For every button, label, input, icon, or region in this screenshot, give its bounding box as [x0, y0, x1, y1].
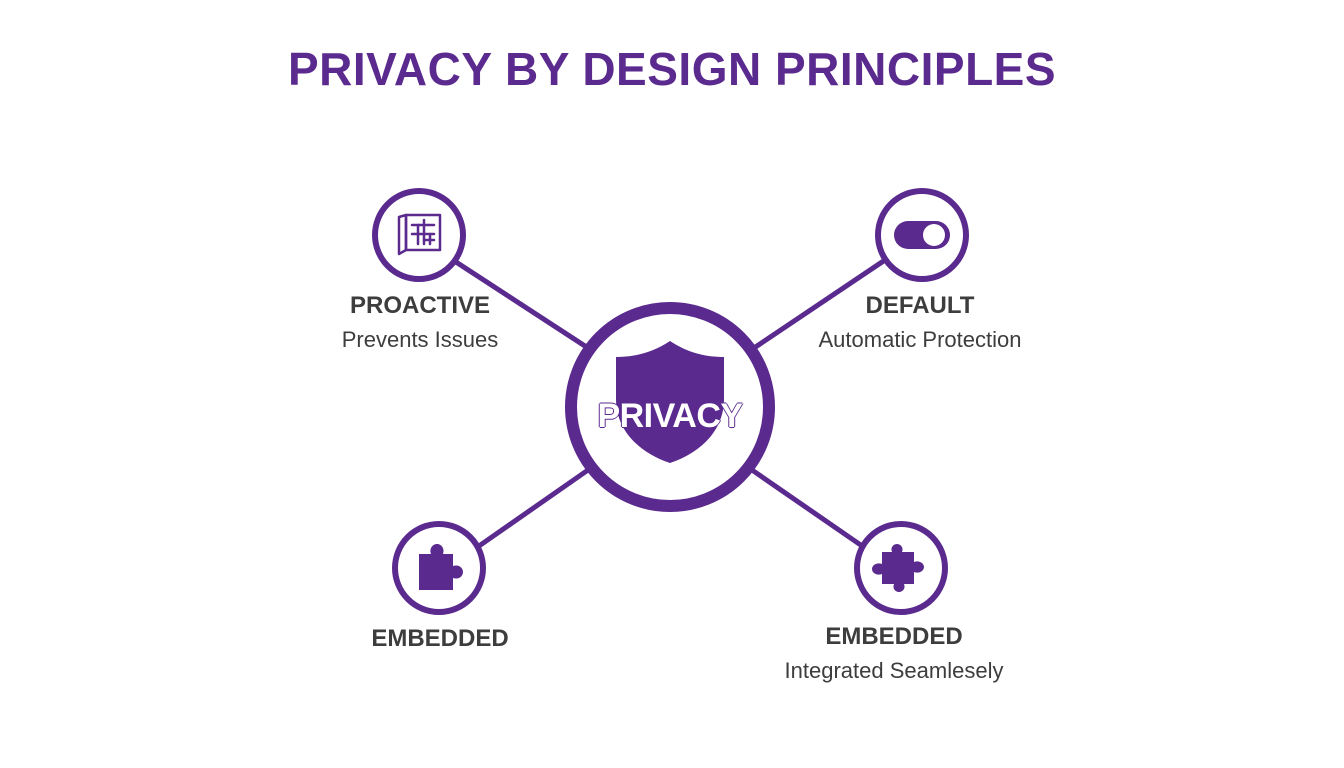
connector-bottom-left: [477, 467, 590, 549]
connector-top-right: [752, 257, 887, 351]
shield-icon: [616, 341, 724, 463]
puzzle-piece-icon: [872, 544, 924, 592]
embedded-label-right: EMBEDDED Integrated Seamlesely: [744, 622, 1044, 686]
connector-top-left: [454, 259, 590, 351]
embedded-heading-right: EMBEDDED: [825, 623, 963, 650]
blueprint-icon: [397, 213, 442, 256]
embedded-label-left: EMBEDDED: [290, 624, 590, 654]
center-label: PRIVACY: [597, 397, 743, 435]
proactive-heading: PROACTIVE: [349, 292, 490, 319]
default-label: DEFAULT Automatic Protection: [770, 291, 1070, 355]
puzzle-piece-icon: [419, 544, 463, 590]
default-heading: DEFAULT: [865, 292, 975, 319]
center-node: PRIVACY: [565, 302, 775, 512]
embedded-node-right: [854, 521, 948, 615]
default-subtitle: Automatic Protection: [818, 327, 1022, 352]
toggle-switch-icon: [894, 221, 950, 249]
proactive-label: PROACTIVE Prevents Issues: [270, 291, 570, 355]
connector-bottom-right: [750, 467, 867, 551]
embedded-subtitle-right: Integrated Seamlesely: [784, 658, 1004, 683]
page-title: PRIVACY BY DESIGN PRINCIPLES: [287, 43, 1057, 95]
embedded-heading-left: EMBEDDED: [371, 625, 509, 652]
default-node: [875, 188, 969, 282]
proactive-node: [372, 188, 466, 282]
embedded-node-left: [392, 521, 486, 615]
proactive-subtitle: Prevents Issues: [341, 327, 499, 352]
